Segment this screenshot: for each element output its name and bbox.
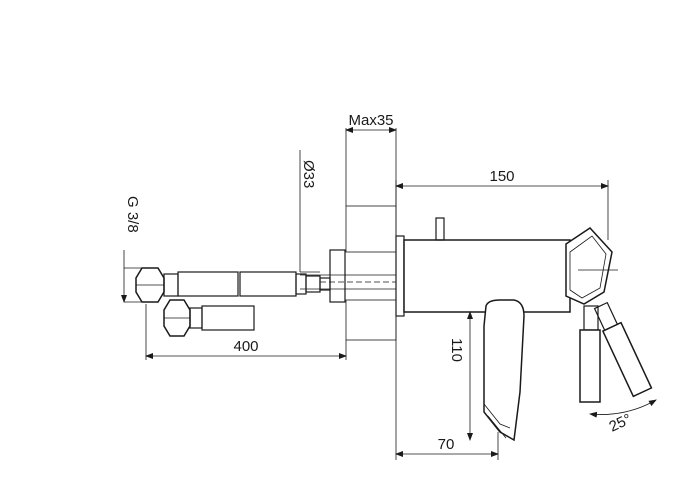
wall-section <box>345 205 397 341</box>
label-diameter-33: Ø33 <box>300 160 317 188</box>
label-reach-150: 150 <box>489 168 514 185</box>
dim-height-110: 110 <box>404 311 484 441</box>
label-offset-70: 70 <box>438 436 455 453</box>
label-hose-400: 400 <box>233 338 258 355</box>
braided-hose-lower <box>163 299 255 337</box>
wall-flange <box>329 235 405 317</box>
spout <box>483 299 525 442</box>
dim-diameter-33: Ø33 <box>299 150 320 273</box>
lever-vertical <box>579 305 601 403</box>
label-height-110: 110 <box>448 338 465 362</box>
dim-thread-g38: G 3/8 <box>121 196 142 303</box>
dim-offset-70: 70 <box>395 316 499 460</box>
faucet-body <box>403 217 618 313</box>
lever-rotated <box>593 301 653 398</box>
braided-hose-upper <box>135 267 331 303</box>
label-max35: Max35 <box>348 112 393 129</box>
label-thread-g38: G 3/8 <box>124 196 141 233</box>
dim-reach-150: 150 <box>395 168 609 240</box>
dim-angle-25: 25° <box>589 399 657 436</box>
wall-pipe <box>300 274 396 290</box>
dim-hose-400: 400 <box>145 304 347 360</box>
dim-max35: Max35 <box>345 112 397 206</box>
